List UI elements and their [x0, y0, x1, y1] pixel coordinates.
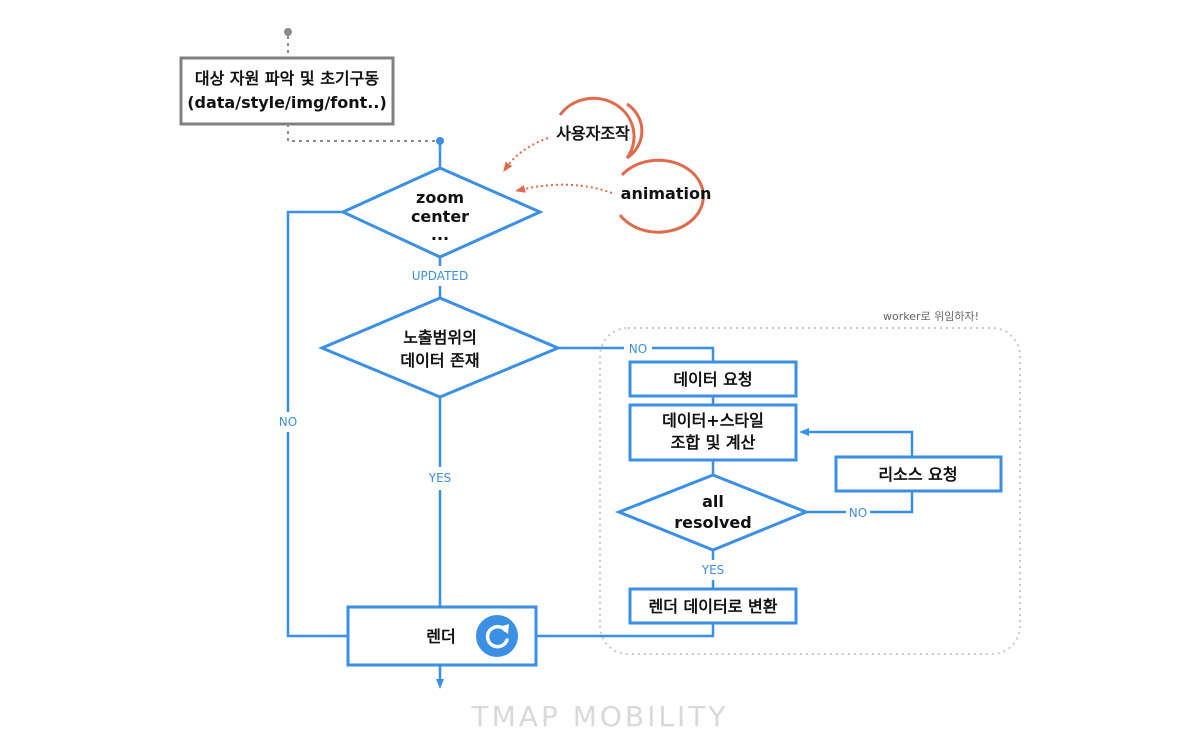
data-request-label: 데이터 요청 — [673, 370, 752, 389]
init-box — [179, 56, 395, 126]
no-loop-line-top — [286, 210, 343, 412]
render-data-convert-label: 렌더 데이터로 변환 — [649, 597, 778, 616]
resolved-line2: resolved — [674, 513, 751, 532]
user-action-loop-right — [626, 102, 644, 160]
worker-region — [599, 327, 1021, 655]
no-loop-line-bottom — [286, 432, 348, 638]
user-action-loop — [558, 96, 636, 159]
start-dot — [284, 28, 292, 36]
data-request-box — [628, 360, 798, 398]
no-resource-line-b — [870, 491, 914, 514]
updated-label: UPDATED — [412, 269, 468, 283]
no-left-label: NO — [279, 415, 297, 429]
resource-request-label: 리소스 요청 — [878, 465, 957, 484]
no-right-line-b — [652, 346, 715, 362]
decision-zoom-line3: ... — [431, 225, 449, 244]
decision-zoom-line1: zoom — [416, 188, 464, 207]
resolved-line1: all — [702, 492, 724, 511]
yes-main-label: YES — [428, 471, 452, 485]
animation-loop — [618, 158, 705, 234]
user-action-arrow — [503, 137, 549, 173]
yes-worker-label: YES — [701, 563, 725, 577]
convert-to-render — [536, 623, 715, 638]
animation-arrow — [515, 183, 613, 194]
decision-range-line1: 노출범위의 — [403, 328, 477, 347]
combine-line2: 조합 및 계산 — [671, 433, 756, 452]
resource-to-combine — [799, 428, 914, 457]
init-box-line2: (data/style/img/font..) — [187, 93, 387, 112]
data-style-combine-box — [628, 403, 798, 462]
refresh-icon — [476, 615, 518, 657]
decision-zoom-line2: center — [411, 207, 469, 226]
no-right-label: NO — [629, 342, 647, 356]
init-box-line1: 대상 자원 파악 및 초기구동 — [195, 69, 379, 88]
no-resource-label: NO — [849, 506, 867, 520]
combine-line1: 데이터+스타일 — [662, 411, 764, 430]
watermark: TMAP MOBILITY — [471, 700, 729, 733]
animation-label: animation — [621, 184, 712, 203]
render-label: 렌더 — [426, 627, 455, 646]
user-action-label: 사용자조작 — [556, 124, 630, 143]
decision-range-line2: 데이터 존재 — [400, 351, 479, 370]
init-to-flow-connector — [287, 124, 440, 142]
resource-request-box — [834, 455, 1003, 493]
decision-data-range — [318, 296, 562, 399]
worker-note: worker로 위임하자! — [883, 309, 979, 323]
